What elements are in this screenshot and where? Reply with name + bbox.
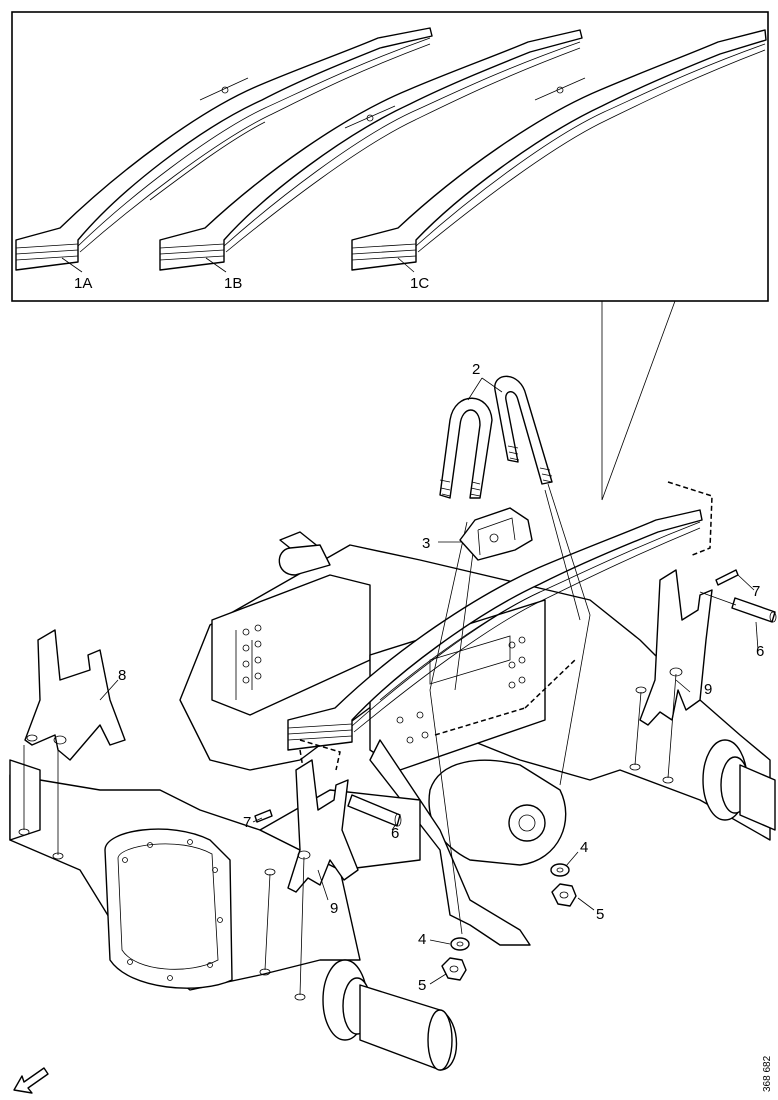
- callout-pin-left: 6: [391, 825, 399, 842]
- leaf-spring-1B: [159, 29, 583, 271]
- u-bolts: [429, 375, 591, 935]
- callout-bracket-right: 9: [704, 681, 712, 698]
- spring-bracket-left: [254, 759, 402, 1001]
- figure-reference-number: 368 682: [762, 1055, 773, 1092]
- callout-leaders: [99, 377, 759, 985]
- assembly-leaf-spring: [287, 481, 713, 781]
- callout-grease-nipple-right: 7: [752, 583, 760, 600]
- nut-left: [441, 957, 467, 981]
- callout-pin-right: 6: [756, 643, 764, 660]
- leaf-spring-1A: [15, 27, 433, 271]
- callout-1A: 1A: [74, 275, 92, 292]
- callout-washer-left: 4: [418, 931, 426, 948]
- callout-bracket-left: 9: [330, 900, 338, 917]
- callout-grease-nipple-left: 7: [243, 814, 251, 831]
- spring-bracket-right: [629, 569, 777, 784]
- spring-variants-inset: 1A 1B 1C: [11, 11, 769, 302]
- callout-u-bolt: 2: [472, 361, 480, 378]
- callout-spring-seat: 3: [422, 535, 430, 552]
- leaf-spring-1C: [351, 29, 767, 271]
- callout-1B: 1B: [224, 275, 242, 292]
- nut-right: [551, 883, 577, 907]
- callout-washer-right: 4: [580, 839, 588, 856]
- spring-bracket-far: [18, 629, 126, 860]
- washer-left: [450, 937, 470, 951]
- callout-nut-left: 5: [418, 977, 426, 994]
- spring-seat: [459, 507, 533, 561]
- washer-right: [550, 863, 570, 877]
- front-axle-housing: [9, 759, 458, 1071]
- forward-direction-arrow-icon: [13, 1067, 49, 1094]
- callout-nut-right: 5: [596, 906, 604, 923]
- callout-bracket-far: 8: [118, 667, 126, 684]
- callout-1C: 1C: [410, 275, 429, 292]
- inset-pointer-lines: [601, 300, 676, 501]
